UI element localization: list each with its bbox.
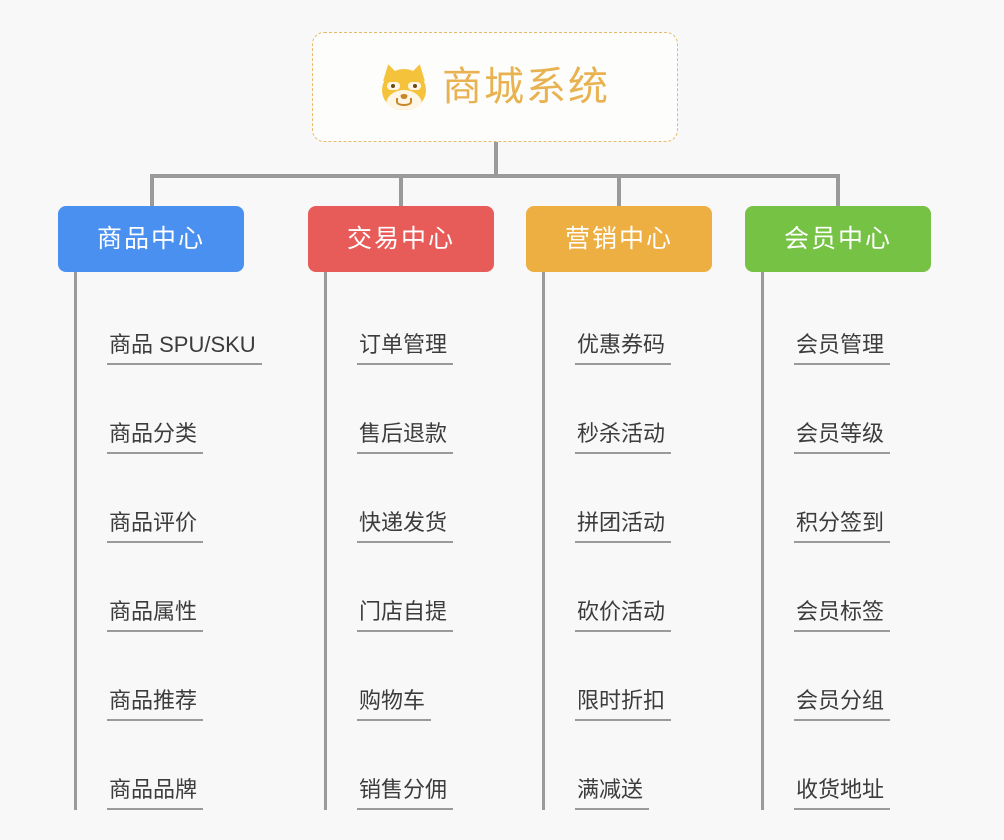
leaf-label: 会员等级 [794, 421, 891, 454]
leaf-label: 积分签到 [794, 510, 891, 543]
leaf-label: 销售分佣 [357, 777, 454, 810]
category-box-marketing-center[interactable]: 营销中心 [526, 206, 712, 272]
leaf-list-marketing-center: 优惠券码 秒杀活动 拼团活动 砍价活动 限时折扣 满减送 [542, 272, 712, 810]
list-item[interactable]: 会员管理 [764, 276, 931, 365]
leaf-label: 订单管理 [357, 332, 454, 365]
leaf-label: 限时折扣 [575, 688, 672, 721]
list-item[interactable]: 限时折扣 [545, 632, 712, 721]
leaf-label: 收货地址 [794, 777, 891, 810]
leaf-label: 会员标签 [794, 599, 891, 632]
root-node-title: 商城系统 [442, 65, 610, 109]
category-label: 交易中心 [346, 224, 455, 253]
column-marketing-center: 营销中心 优惠券码 秒杀活动 拼团活动 砍价活动 限时折扣 满减送 [526, 206, 712, 810]
column-product-center: 商品中心 商品 SPU/SKU 商品分类 商品评价 商品属性 商品推荐 商品品牌 [58, 206, 262, 810]
list-item[interactable]: 会员等级 [764, 365, 931, 454]
connector-drop-2 [399, 174, 403, 206]
connector-drop-1 [150, 174, 154, 206]
leaf-label: 会员分组 [794, 688, 891, 721]
list-item[interactable]: 满减送 [545, 721, 712, 810]
leaf-label: 秒杀活动 [575, 421, 672, 454]
leaf-label: 拼团活动 [575, 510, 672, 543]
list-item[interactable]: 砍价活动 [545, 543, 712, 632]
connector-drop-4 [836, 174, 840, 206]
list-item[interactable]: 商品分类 [77, 365, 244, 454]
leaf-list-member-center: 会员管理 会员等级 积分签到 会员标签 会员分组 收货地址 [761, 272, 931, 810]
list-item[interactable]: 秒杀活动 [545, 365, 712, 454]
list-item[interactable]: 商品 SPU/SKU [77, 276, 262, 365]
leaf-label: 门店自提 [357, 599, 454, 632]
list-item[interactable]: 商品推荐 [77, 632, 244, 721]
leaf-label: 砍价活动 [575, 599, 672, 632]
list-item[interactable]: 收货地址 [764, 721, 931, 810]
list-item[interactable]: 优惠券码 [545, 276, 712, 365]
leaf-label: 商品属性 [107, 599, 204, 632]
category-label: 商品中心 [96, 224, 205, 253]
leaf-label: 会员管理 [794, 332, 891, 365]
root-node-shop-system[interactable]: 商城系统 [312, 32, 678, 142]
list-item[interactable]: 商品品牌 [77, 721, 244, 810]
category-label: 会员中心 [783, 224, 892, 253]
leaf-label: 商品评价 [107, 510, 204, 543]
list-item[interactable]: 会员分组 [764, 632, 931, 721]
category-label: 营销中心 [564, 224, 673, 253]
leaf-list-product-center: 商品 SPU/SKU 商品分类 商品评价 商品属性 商品推荐 商品品牌 [74, 272, 262, 810]
column-trade-center: 交易中心 订单管理 售后退款 快递发货 门店自提 购物车 销售分佣 [308, 206, 494, 810]
connector-drop-3 [617, 174, 621, 206]
list-item[interactable]: 门店自提 [327, 543, 494, 632]
leaf-label: 快递发货 [357, 510, 454, 543]
list-item[interactable]: 积分签到 [764, 454, 931, 543]
leaf-label: 售后退款 [357, 421, 454, 454]
leaf-label: 商品分类 [107, 421, 204, 454]
list-item[interactable]: 会员标签 [764, 543, 931, 632]
leaf-label: 优惠券码 [575, 332, 672, 365]
list-item[interactable]: 商品属性 [77, 543, 244, 632]
list-item[interactable]: 拼团活动 [545, 454, 712, 543]
list-item[interactable]: 售后退款 [327, 365, 494, 454]
list-item[interactable]: 快递发货 [327, 454, 494, 543]
list-item[interactable]: 商品评价 [77, 454, 244, 543]
list-item[interactable]: 订单管理 [327, 276, 494, 365]
category-box-product-center[interactable]: 商品中心 [58, 206, 244, 272]
list-item[interactable]: 购物车 [327, 632, 494, 721]
column-member-center: 会员中心 会员管理 会员等级 积分签到 会员标签 会员分组 收货地址 [745, 206, 931, 810]
leaf-label: 商品推荐 [107, 688, 204, 721]
leaf-label: 满减送 [575, 777, 650, 810]
leaf-label: 购物车 [357, 688, 432, 721]
connector-horizontal-bus [150, 174, 838, 178]
leaf-label: 商品 SPU/SKU [107, 332, 262, 365]
category-box-trade-center[interactable]: 交易中心 [308, 206, 494, 272]
list-item[interactable]: 销售分佣 [327, 721, 494, 810]
connector-root-stem [494, 142, 498, 178]
leaf-label: 商品品牌 [107, 777, 204, 810]
shiba-dog-face-icon [379, 62, 429, 110]
category-box-member-center[interactable]: 会员中心 [745, 206, 931, 272]
leaf-list-trade-center: 订单管理 售后退款 快递发货 门店自提 购物车 销售分佣 [324, 272, 494, 810]
